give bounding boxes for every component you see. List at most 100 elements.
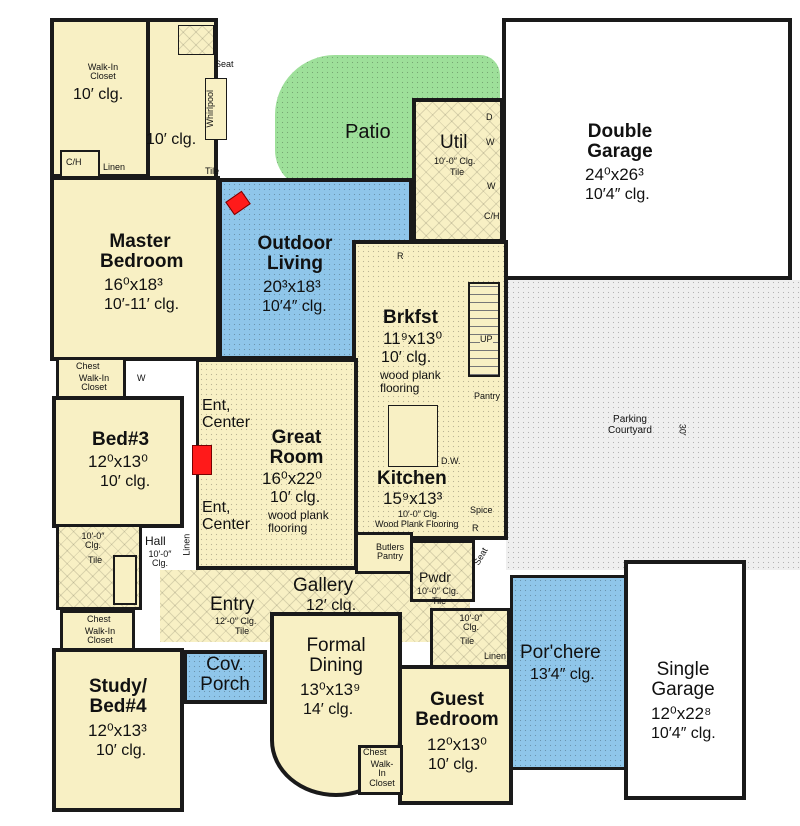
guest-bath-linen: Linen (484, 651, 507, 661)
great-room-floor: wood plank flooring (268, 508, 329, 535)
util-ceiling: 10′-0″ Clg. (434, 156, 476, 166)
hall-ceiling: 10′-0″ Clg. (148, 549, 172, 569)
parking-courtyard-label: Parking Courtyard (608, 414, 652, 436)
tile-label: Tile (205, 166, 220, 176)
chest-label-1: Chest (76, 361, 100, 371)
bathtub (113, 555, 137, 605)
brkfst-size: 11⁹x13⁰ (383, 329, 443, 348)
util-name: Util (440, 132, 468, 153)
guest-closet (358, 745, 403, 795)
single-garage-ceiling: 10′4″ clg. (651, 725, 716, 742)
master-bedroom-ceiling: 10′-11′ clg. (104, 296, 180, 313)
guest-bedroom-size: 12⁰x13⁰ (427, 735, 487, 754)
entry-ceiling: 12′-0″ Clg. (215, 616, 257, 626)
util (412, 98, 504, 243)
spice-label: Spice (470, 505, 493, 515)
great-room-name: Great Room (269, 427, 324, 468)
entry-floor: Tile (235, 626, 250, 636)
water-heater: W (487, 181, 496, 191)
study-name: Study/ Bed#4 (88, 676, 148, 717)
master-bedroom (50, 176, 220, 361)
gallery-name: Gallery (293, 575, 354, 596)
double-garage-ceiling: 10′4″ clg. (585, 186, 650, 203)
double-garage (502, 18, 792, 280)
bed3-ceiling: 10′ clg. (100, 473, 151, 490)
kitchen-island (388, 405, 438, 467)
formal-dining-ceiling: 14′ clg. (303, 701, 354, 718)
walk-in-closet-bed3 (56, 357, 126, 399)
pwdr-seat: Seat (471, 545, 490, 567)
kitchen-fridge: R (472, 523, 479, 533)
powder-room (410, 540, 475, 602)
double-garage-size: 24⁰x26³ (585, 165, 644, 184)
stairs-up: UP (480, 334, 493, 345)
kitchen-ceiling: 10′-0″ Clg. (398, 509, 440, 519)
guest-bath-floor: Tile (460, 636, 475, 646)
closet-label-1: Walk-In Closet (78, 373, 110, 393)
dishwasher: D.W. (441, 456, 461, 466)
ch-label: C/H (66, 157, 82, 167)
walk-in-closet-ceiling: 10′ clg. (73, 86, 124, 103)
guest-bedroom (398, 665, 513, 805)
study-bed-4 (52, 648, 184, 812)
ent-center-bottom: Ent, Center (202, 499, 251, 533)
great-room (196, 358, 358, 570)
dryer: D (486, 112, 493, 122)
ch-closet (60, 150, 100, 180)
guest-bedroom-name: Guest Bedroom (415, 689, 499, 730)
pwdr-name: Pwdr (419, 569, 451, 585)
guest-bath-ceiling: 10′-0″ Clg. (459, 613, 483, 633)
closet-label-2: Walk-In Closet (84, 626, 116, 646)
outdoor-living-ceiling: 10′4″ clg. (262, 298, 327, 315)
porchere-name: Por'chere (520, 642, 601, 663)
outdoor-fridge: R (397, 251, 404, 261)
hall-linen: Linen (181, 533, 192, 556)
brkfst-floor: wood plank flooring (380, 368, 441, 395)
gallery-ceiling: 12′ clg. (306, 597, 357, 614)
ent-center-top: Ent, Center (202, 397, 251, 431)
linen-label: Linen (103, 162, 126, 172)
parking-courtyard (506, 280, 800, 570)
bed3-name: Bed#3 (92, 429, 150, 450)
butlers-pantry-name: Butlers Pantry (375, 542, 404, 562)
outdoor-living-size: 20³x18³ (263, 277, 321, 296)
kitchen-name: Kitchen (377, 468, 447, 489)
master-bedroom-size: 16⁰x18³ (104, 275, 163, 294)
formal-dining-size: 13⁰x13⁹ (300, 680, 361, 699)
hall-bath-ceiling: 10′-0″ Clg. (81, 531, 105, 551)
shower (178, 25, 214, 55)
util-floor: Tile (450, 167, 465, 177)
pwdr-floor: Tile (432, 596, 447, 606)
guest-bath (430, 608, 510, 668)
pwdr-ceiling: 10′-0″ Clg. (417, 586, 459, 596)
kitchen-floor: Wood Plank Flooring (375, 519, 459, 529)
master-bath-ceiling: 10′ clg. (146, 131, 197, 148)
washer-laundry: W (137, 373, 146, 383)
entry-name: Entry (210, 594, 255, 615)
study-size: 12⁰x13³ (88, 721, 147, 740)
guest-chest: Chest (363, 747, 387, 757)
util-ch: C/H (484, 211, 500, 221)
washer: W (486, 137, 495, 147)
double-garage-name: Double Garage (587, 121, 653, 162)
fireplace-great-room (192, 445, 212, 475)
great-room-size: 16⁰x22⁰ (262, 469, 322, 488)
guest-bedroom-ceiling: 10′ clg. (428, 756, 479, 773)
single-garage (624, 560, 746, 800)
porchere-ceiling: 13′4″ clg. (530, 666, 595, 683)
chest-label-2: Chest (87, 614, 111, 624)
whirlpool-label: Whirlpool (205, 89, 216, 128)
single-garage-name: Single Garage (651, 659, 715, 700)
cov-porch-name: Cov. Porch (200, 654, 250, 695)
master-bedroom-name: Master Bedroom (100, 231, 184, 272)
single-garage-size: 12⁰x22⁸ (651, 704, 712, 723)
brkfst-ceiling: 10′ clg. (381, 349, 432, 366)
seat-label: Seat (215, 59, 234, 69)
kitchen-size: 15⁹x13³ (383, 489, 443, 508)
stairs (468, 282, 500, 377)
hall-bath-floor: Tile (88, 555, 103, 565)
pantry-label: Pantry (474, 391, 501, 401)
outdoor-living-name: Outdoor Living (257, 233, 333, 274)
patio-label: Patio (345, 121, 391, 143)
walk-in-closet-label: Walk-In Closet (87, 62, 119, 82)
